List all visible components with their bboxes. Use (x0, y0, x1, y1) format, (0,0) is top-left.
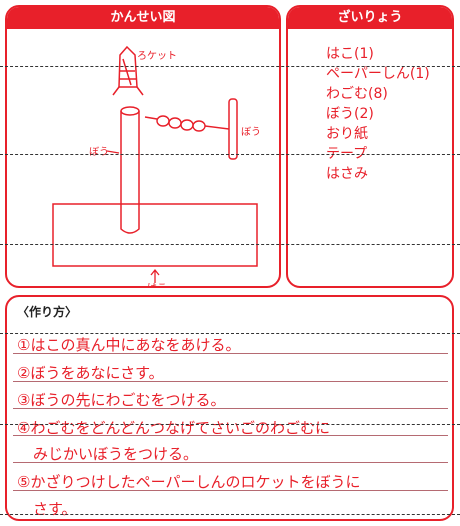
vertical-stick (120, 106, 140, 234)
step-line: ③ぼうの先にわごむをつける。 (17, 391, 226, 409)
completed-drawing: ろケット ぼう ぼう はこ (52, 45, 261, 287)
material-item: わごむ(8) (326, 86, 388, 102)
materials-heading: ざいりょう (288, 7, 452, 29)
dashed-guide (0, 66, 460, 67)
step-line: さす。 (33, 500, 77, 518)
dashed-guide (0, 244, 460, 245)
stick-top-label: ぼう (241, 126, 261, 138)
dashed-guide (0, 333, 460, 334)
dashed-guide (0, 424, 460, 425)
ruled-line (13, 381, 448, 382)
ruled-line (13, 408, 448, 409)
steps-panel: 〈作り方〉 ①はこの真ん中にあなをあける。 ②ぼうをあなにさす。 ③ぼうの先にわ… (5, 295, 454, 521)
material-item: おり紙 (326, 126, 368, 142)
ruled-line (13, 490, 448, 491)
step-line: みじかいぼうをつける。 (33, 445, 199, 463)
material-item: テープ (326, 146, 368, 162)
dashed-guide (0, 154, 460, 155)
step-line: ⑤かざりつけしたペーパーしんのロケットをぼうに (17, 473, 361, 491)
rocket-label: ろケット (137, 50, 177, 62)
box-label: はこ (147, 282, 167, 287)
diagram-panel: かんせい図 ろケット ぼう ぼう (5, 5, 281, 288)
material-item: はさみ (326, 166, 368, 182)
short-stick (228, 98, 238, 160)
rocket-drawing (112, 45, 144, 96)
ruled-line (13, 353, 448, 354)
step-line: ②ぼうをあなにさす。 (17, 364, 164, 382)
step-line: ④わごむをどんどんつなげてさいごのわごむに (17, 419, 330, 437)
stick-side-label: ぼう (89, 146, 109, 158)
material-item: ぼう(2) (326, 106, 374, 122)
materials-panel: ざいりょう はこ(1) ペーパーしん(1) わごむ(8) ぼう(2) おり紙 テ… (286, 5, 454, 288)
steps-heading: 〈作り方〉 (17, 305, 78, 319)
material-item: はこ(1) (326, 46, 374, 62)
ruled-line (13, 462, 448, 463)
step-line: ①はこの真ん中にあなをあける。 (17, 336, 241, 354)
ruled-line (13, 435, 448, 436)
rubber-band-chain (144, 115, 230, 132)
box-drawing (52, 203, 258, 267)
diagram-heading: かんせい図 (7, 7, 279, 29)
dashed-guide (0, 514, 460, 515)
material-item: ペーパーしん(1) (326, 66, 430, 82)
